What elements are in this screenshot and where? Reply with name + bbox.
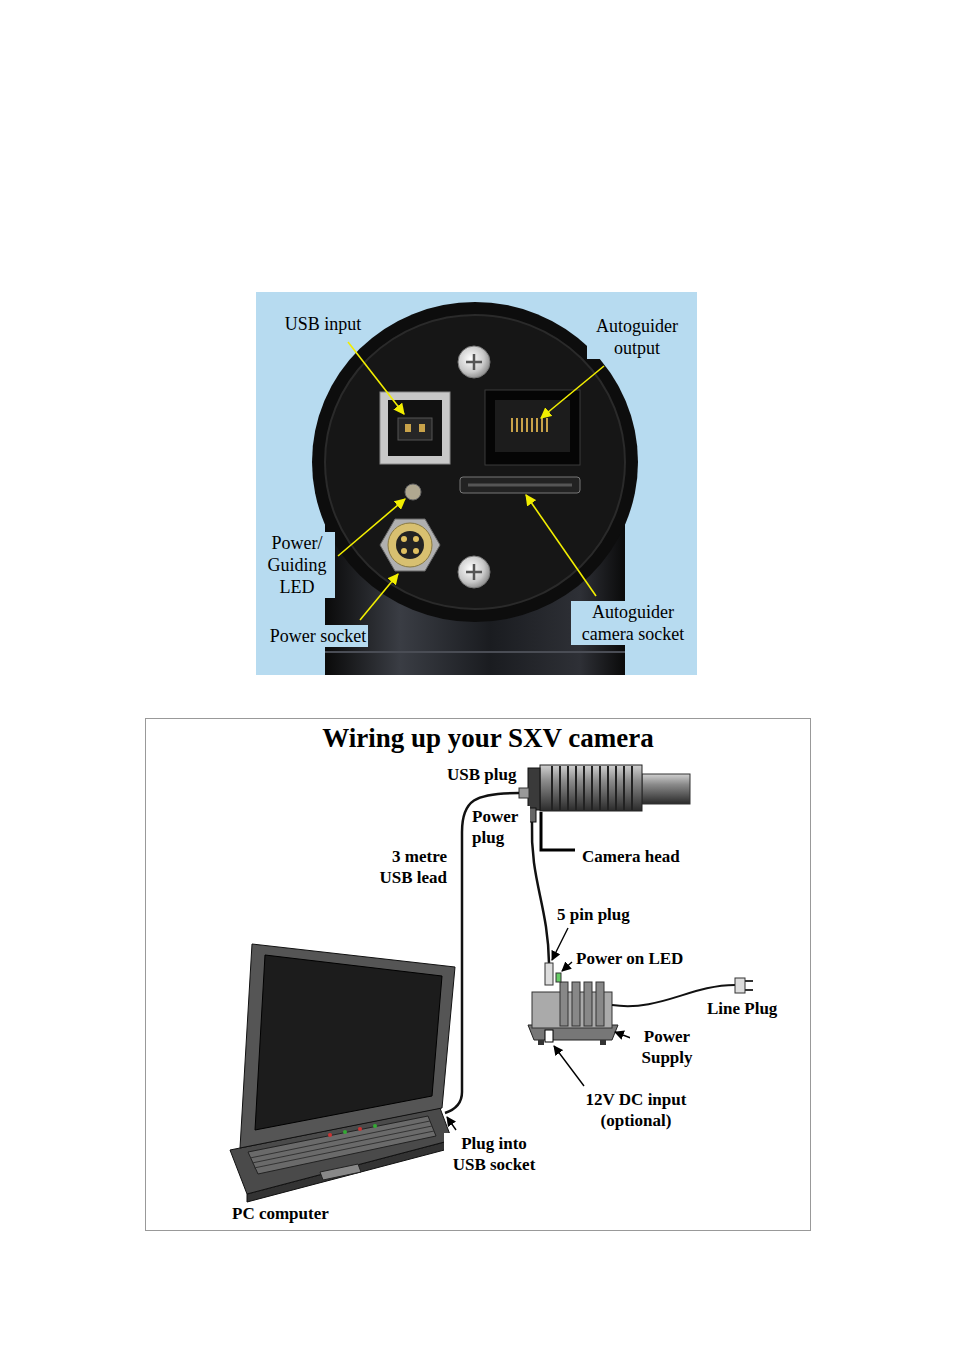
diagram-frame: [146, 719, 811, 1231]
power-cable: [532, 822, 549, 963]
line-plug: [735, 978, 745, 993]
label-anchor: Plug into USB socket: [444, 1133, 544, 1175]
slot-contacts: [468, 484, 572, 487]
usb-pin: [405, 424, 411, 432]
touchpad: [320, 1164, 361, 1180]
mount-bracket: [541, 812, 575, 850]
rj-pins: [512, 418, 547, 432]
status-light: [373, 1124, 377, 1128]
part-label: Power Supply: [630, 1026, 704, 1068]
label-anchor: 12V DC input (optional): [575, 1089, 697, 1131]
status-light: [328, 1133, 332, 1137]
part-label: Line Plug: [705, 998, 779, 1019]
label-anchor: Power on LED: [574, 948, 685, 969]
plug-prongs: [745, 981, 753, 990]
label-anchor: Autoguider camera socket: [571, 601, 696, 645]
led: [405, 484, 421, 500]
part-label: PC computer: [230, 1203, 331, 1224]
photo-background: [256, 292, 697, 675]
label-anchor: Line Plug: [705, 998, 779, 1019]
leader-line: [554, 1046, 584, 1086]
laptop-lid: [240, 944, 455, 1148]
socket-pin: [401, 536, 407, 542]
dc-input: [545, 1030, 553, 1042]
socket-pin: [413, 536, 419, 542]
label-anchor: Power socket: [268, 625, 368, 647]
usb-socket-inner: [388, 400, 442, 456]
power-led: [556, 973, 561, 982]
autoguider-slot: [460, 477, 580, 493]
usb-pin: [419, 424, 425, 432]
label-anchor: Camera head: [580, 846, 682, 867]
psu-foot: [600, 1040, 606, 1045]
label-anchor: 5 pin plug: [555, 904, 632, 925]
part-label: Autoguider camera socket: [571, 601, 696, 645]
part-label: Power on LED: [574, 948, 685, 969]
camera-body: [540, 765, 642, 811]
socket-pin: [413, 548, 419, 554]
label-anchor: Autoguider output: [587, 315, 687, 359]
part-label: Power plug: [470, 806, 530, 848]
leader-line: [526, 495, 596, 596]
camera-ribs: [552, 766, 632, 810]
psu-fin: [584, 982, 592, 1026]
leader-line: [541, 366, 604, 418]
camera-back: [528, 768, 540, 810]
part-label: USB input: [283, 313, 364, 335]
title-anchor: Wiring up your SXV camera: [322, 722, 654, 754]
part-label: Autoguider output: [587, 315, 687, 359]
laptop-screen: [255, 955, 442, 1130]
status-light: [343, 1130, 347, 1134]
part-label: Power/ Guiding LED: [259, 532, 335, 598]
socket-pin: [401, 548, 407, 554]
cylinder-band: [325, 651, 625, 653]
label-anchor: PC computer: [230, 1203, 331, 1224]
psu-fin: [560, 982, 568, 1026]
rj-socket: [485, 390, 580, 465]
part-label: 12V DC input (optional): [575, 1089, 697, 1131]
rj-socket-inner: [495, 400, 570, 452]
five-pin-plug: [545, 963, 553, 985]
label-anchor: Power/ Guiding LED: [259, 532, 335, 598]
part-label: Plug into USB socket: [444, 1133, 544, 1175]
status-light: [358, 1127, 362, 1131]
psu-fin: [572, 982, 580, 1026]
leader-line: [447, 1117, 456, 1130]
usb-socket: [380, 392, 450, 464]
usb-plug: [519, 788, 529, 798]
part-label: 5 pin plug: [555, 904, 632, 925]
part-label: Camera head: [580, 846, 682, 867]
usb-tongue: [398, 418, 432, 440]
power-socket-nut: [380, 519, 440, 571]
power-plug: [529, 808, 536, 822]
part-label: USB plug: [445, 764, 518, 785]
diagram-title: Wiring up your SXV camera: [322, 722, 654, 754]
camera-nose: [642, 774, 690, 804]
screw: [458, 556, 490, 588]
screw-slot: [466, 354, 482, 370]
label-anchor: Power plug: [470, 806, 530, 848]
label-anchor: USB input: [283, 313, 364, 335]
part-label: Power socket: [268, 625, 368, 647]
face-ring: [325, 315, 625, 609]
psu-foot: [538, 1040, 544, 1045]
label-anchor: USB plug: [445, 764, 518, 785]
leader-line: [562, 962, 572, 971]
screw: [458, 346, 490, 378]
part-label: 3 metre USB lead: [365, 846, 449, 888]
leader-line: [552, 928, 568, 960]
screw-slot: [466, 564, 482, 580]
power-socket: [388, 523, 432, 567]
leader-line: [338, 499, 405, 556]
label-anchor: Power Supply: [630, 1026, 704, 1068]
power-socket-inner: [396, 531, 424, 559]
leader-line: [360, 574, 398, 620]
leader-line: [348, 342, 404, 414]
psu-fin: [596, 982, 604, 1026]
label-anchor: 3 metre USB lead: [365, 846, 449, 888]
photo-leaders: [338, 342, 604, 620]
